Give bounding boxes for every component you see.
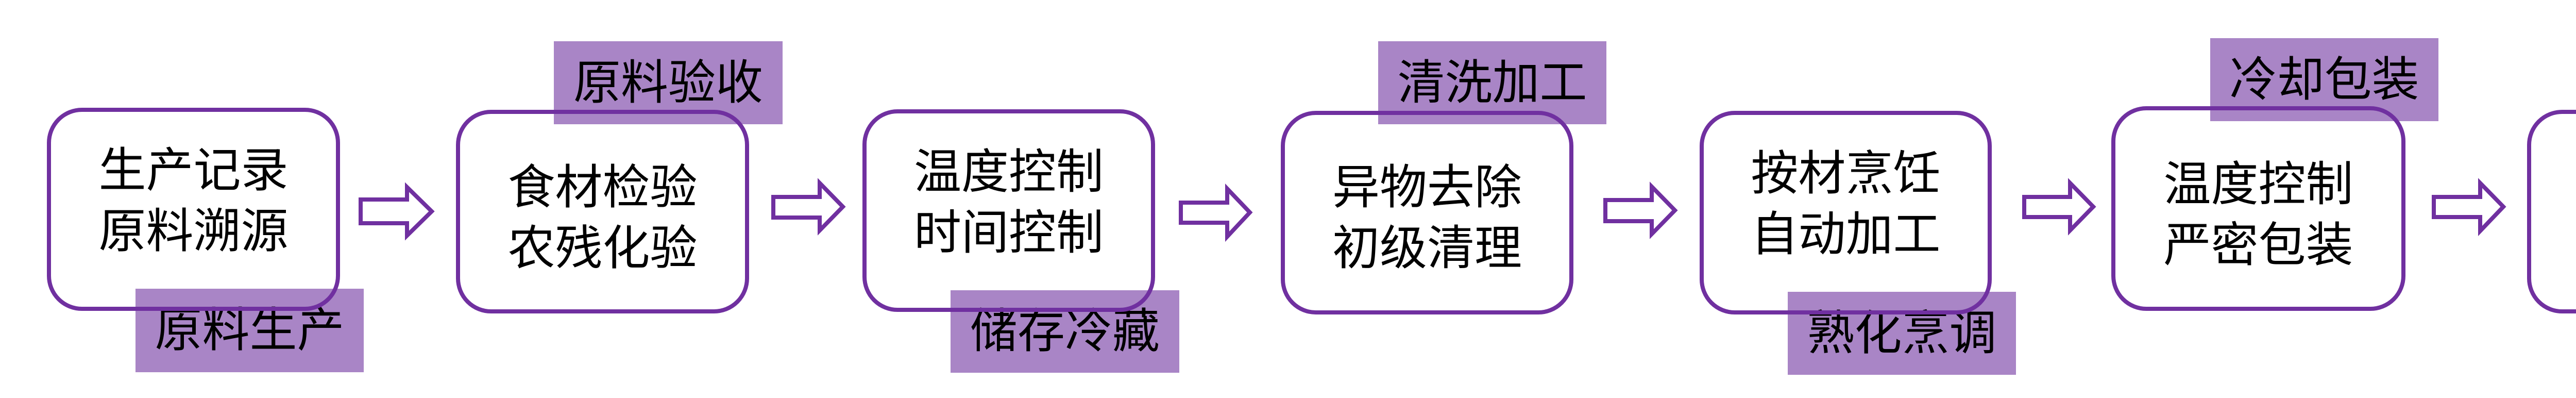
step-text-line: 食材检验 <box>507 160 698 215</box>
stage-label-4: 清洗加工 <box>1378 41 1606 124</box>
stage-label-text: 储存冷藏 <box>970 304 1160 359</box>
step-text-line: 原料溯源 <box>98 204 289 259</box>
step-text-line: 按材烹饪 <box>1751 146 1941 201</box>
right-arrow-icon <box>1179 184 1253 242</box>
step-text-5: 按材烹饪 自动加工 <box>1700 143 1992 265</box>
step-text-3: 温度控制 时间控制 <box>862 142 1155 263</box>
stage-label-text: 冷却包装 <box>2229 52 2419 107</box>
step-text-line: 温度控制 <box>913 144 1104 200</box>
right-arrow-icon <box>359 182 435 241</box>
right-arrow-icon <box>2022 178 2096 236</box>
step-box-6 <box>2111 106 2405 311</box>
stage-label-text: 原料生产 <box>155 303 345 358</box>
step-text-line: 时间控制 <box>913 205 1104 260</box>
step-text-2: 食材检验 农残化验 <box>456 157 749 279</box>
step-text-line: 异物去除 <box>1332 160 1522 215</box>
step-box-3 <box>862 109 1155 312</box>
step-box-7 <box>2527 110 2576 313</box>
step-box-2 <box>456 110 749 313</box>
step-text-line: 菌群检验 <box>2527 146 2576 207</box>
step-text-line: 农残化验 <box>507 221 698 276</box>
step-text-6: 温度控制 严密包装 <box>2111 154 2405 276</box>
step-box-4 <box>1281 111 1573 314</box>
step-text-1: 生产记录 原料溯源 <box>47 140 340 262</box>
step-text-line: 冷藏运输 <box>2527 207 2576 268</box>
step-text-line: 温度控制 <box>2163 157 2353 212</box>
stage-label-text: 熟化烹调 <box>1807 305 1997 361</box>
step-text-line: 严密包装 <box>2163 218 2353 273</box>
stage-label-text: 原料验收 <box>573 55 763 110</box>
step-box-5 <box>1700 111 1992 314</box>
stage-label-text: 清洗加工 <box>1397 55 1587 110</box>
right-arrow-icon <box>771 178 846 236</box>
step-text-7: 菌群检验 冷藏运输 <box>2527 146 2576 268</box>
step-text-line: 生产记录 <box>98 143 289 198</box>
step-box-1 <box>47 108 340 311</box>
right-arrow-icon <box>1603 181 1678 239</box>
step-text-4: 异物去除 初级清理 <box>1281 157 1573 279</box>
stage-label-3: 储存冷藏 <box>951 290 1179 373</box>
step-text-line: 自动加工 <box>1751 207 1941 262</box>
right-arrow-icon <box>2432 178 2506 236</box>
step-text-line: 初级清理 <box>1332 221 1522 276</box>
